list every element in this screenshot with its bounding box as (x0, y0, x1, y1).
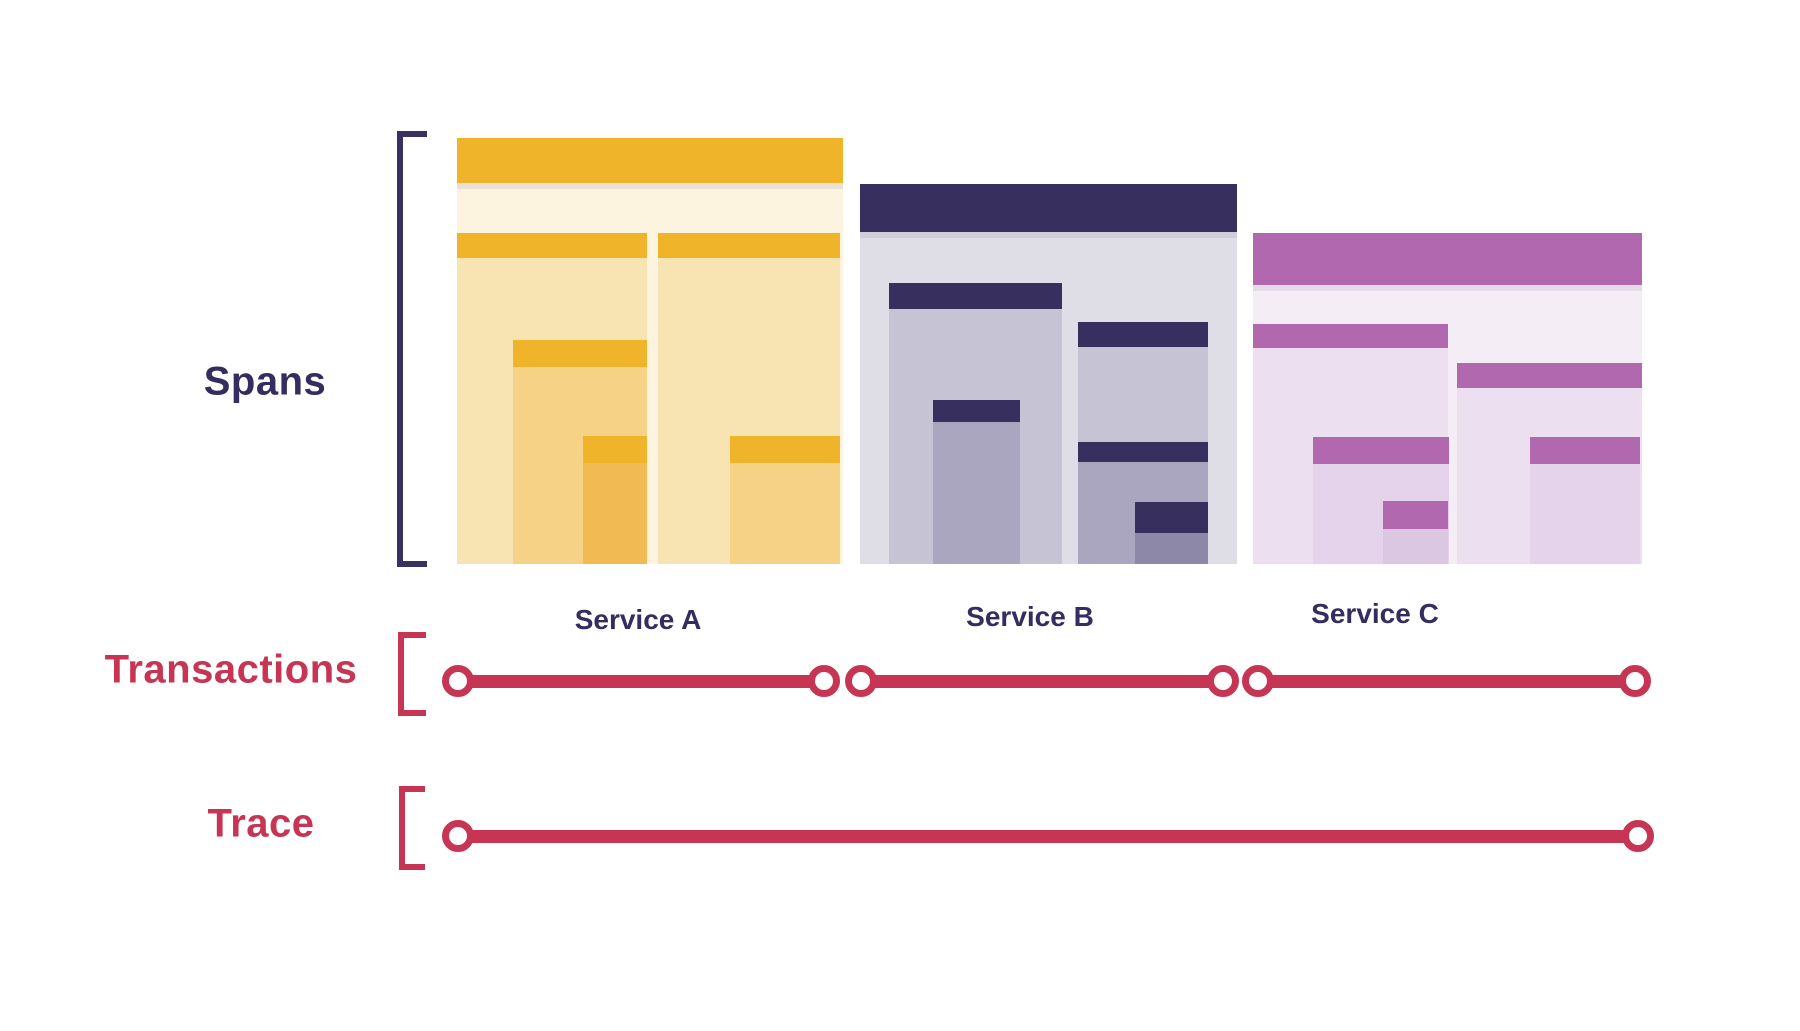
trace-bracket (399, 786, 425, 870)
service-a-span-bar (457, 233, 647, 258)
transactions-label: Transactions (104, 647, 358, 692)
trace-start-ring (442, 820, 474, 852)
service-a-span-bar (457, 138, 843, 183)
trace-line (458, 829, 1638, 843)
service-a-span-bar (583, 436, 647, 463)
service-a-span-bar (658, 233, 840, 258)
trace-label: Trace (207, 801, 315, 846)
service-c-span-bar (1253, 233, 1642, 285)
service-b-span-body (933, 422, 1020, 564)
service-b-span-bar (933, 400, 1020, 422)
trace-end-ring (1622, 820, 1654, 852)
transaction-1-start-ring (442, 665, 474, 697)
transaction-2-line (861, 674, 1223, 688)
service-c-span-bar (1253, 324, 1448, 348)
service-a-span-body (730, 463, 840, 564)
service-b-span-bar (1078, 322, 1208, 347)
service-c-span-body (1530, 464, 1640, 564)
service-b-span-bar (1078, 442, 1208, 462)
transaction-3-end-ring (1619, 665, 1651, 697)
service-b-span-bar (889, 283, 1062, 309)
transaction-1-end-ring (808, 665, 840, 697)
service-b-span-bar (860, 184, 1237, 232)
service-a-span-bar (513, 340, 647, 367)
transaction-1-line (458, 674, 824, 688)
service-b-label: Service B (966, 601, 1094, 632)
service-b-span-bar (1135, 502, 1208, 533)
service-a-span-bar (730, 436, 840, 463)
transaction-3-line (1258, 674, 1635, 688)
service-c-span-bar (1457, 363, 1642, 388)
service-b-span-body (1078, 347, 1208, 442)
service-c-span-bar (1313, 437, 1449, 464)
service-c-span-bar (1383, 501, 1448, 529)
service-c-span-body (1383, 529, 1448, 564)
service-c-span-bar (1530, 437, 1640, 464)
transaction-2-start-ring (845, 665, 877, 697)
service-b-span-body (1135, 533, 1208, 564)
spans-bracket (397, 131, 427, 567)
transaction-3-start-ring (1242, 665, 1274, 697)
spans-label: Spans (203, 359, 327, 404)
transaction-2-end-ring (1207, 665, 1239, 697)
service-c-label: Service C (1311, 598, 1439, 629)
transactions-bracket (398, 632, 426, 716)
service-a-label: Service A (574, 604, 702, 635)
service-a-span-body (583, 463, 647, 564)
